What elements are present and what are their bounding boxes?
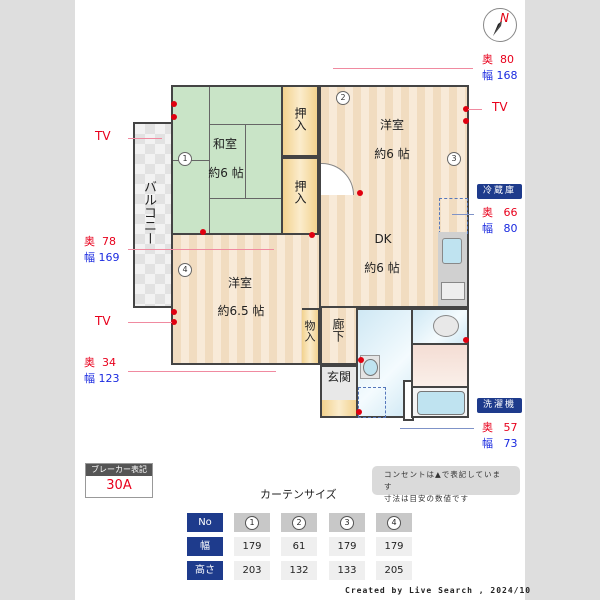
yoshitsu-ne-size: 約6 帖	[374, 147, 410, 161]
kitchen-counter	[438, 232, 467, 306]
closet-top-dimensions: 奥 80 幅 168	[482, 53, 518, 82]
curtain-height-4: 205	[376, 561, 412, 580]
room-yoshitsu-southwest	[171, 233, 321, 365]
outlet-icon	[171, 101, 177, 107]
dressing-room	[411, 343, 469, 388]
washbasin-icon	[360, 355, 380, 379]
outlet-icon	[171, 114, 177, 120]
curtain-header-width: 幅	[187, 537, 223, 556]
curtain-no-2: 2	[281, 513, 317, 532]
fridge-dimensions: 奥 66 幅 80	[482, 206, 518, 235]
shoe-cabinet	[322, 400, 356, 416]
breaker-label: ブレーカー表記	[86, 464, 152, 476]
yoshitsu-sw-name: 洋室	[227, 276, 252, 290]
fridge-tag: 冷蔵庫	[477, 184, 522, 199]
washer-dimensions: 奥 57 幅 73	[482, 421, 518, 450]
closet-top	[283, 85, 319, 157]
bathtub-icon	[417, 391, 465, 415]
storage-dimensions: 奥 34 幅 123	[84, 356, 120, 385]
curtain-no-4: 4	[376, 513, 412, 532]
fridge-space	[439, 198, 468, 234]
curtain-width-4: 179	[376, 537, 412, 556]
dk-name: DK	[374, 232, 392, 246]
balcony	[133, 122, 171, 308]
washitsu-name: 和室	[212, 137, 237, 151]
storage	[302, 308, 320, 365]
footer-credit: Created by Live Search , 2024/10	[345, 586, 532, 595]
stove-icon	[441, 282, 465, 300]
outlet-icon	[463, 106, 469, 112]
washer-space	[358, 387, 386, 418]
balcony-label: バルコニー	[141, 180, 156, 245]
bathroom	[411, 386, 469, 418]
notes-line-1: コンセントは▲で表記しています	[384, 470, 502, 491]
compass-north-label: N	[500, 11, 509, 25]
curtain-header-height: 高さ	[187, 561, 223, 580]
outlet-icon	[171, 319, 177, 325]
toilet-icon	[433, 315, 459, 337]
curtain-header-no: No	[187, 513, 223, 532]
curtain-width-2: 61	[281, 537, 317, 556]
breaker-value: 30A	[106, 478, 132, 493]
curtain-width-3: 179	[329, 537, 365, 556]
notes-line-2: 寸法は目安の数値です	[384, 494, 469, 503]
curtain-height-1: 203	[234, 561, 270, 580]
outlet-icon	[463, 337, 469, 343]
curtain-height-2: 132	[281, 561, 317, 580]
window-marker-1: 1	[178, 152, 192, 166]
tv-label-yoshitsu-sw: TV	[95, 314, 111, 328]
tv-label-washitsu: TV	[95, 129, 111, 143]
outlet-icon	[357, 190, 363, 196]
outlet-icon	[309, 232, 315, 238]
breaker-box: ブレーカー表記 30A	[85, 463, 153, 498]
closet-top-label: 押入	[293, 107, 307, 131]
yoshitsu-sw-size: 約6.5 帖	[217, 304, 265, 318]
closet-middle-dimensions: 奥 78 幅 169	[84, 235, 120, 264]
yoshitsu-ne-name: 洋室	[379, 118, 404, 132]
window-marker-3: 3	[447, 152, 461, 166]
curtain-no-1: 1	[234, 513, 270, 532]
outlet-icon	[171, 309, 177, 315]
curtain-title: カーテンサイズ	[260, 488, 337, 501]
washitsu-size: 約6 帖	[208, 166, 244, 180]
outlet-icon	[200, 229, 206, 235]
curtain-height-3: 133	[329, 561, 365, 580]
closet-middle-label: 押入	[293, 180, 307, 204]
curtain-no-3: 3	[329, 513, 365, 532]
outlet-icon	[358, 357, 364, 363]
window-marker-4: 4	[178, 263, 192, 277]
compass-icon: N	[483, 8, 517, 42]
sink-icon	[442, 238, 462, 264]
closet-middle	[283, 157, 319, 235]
dk-size: 約6 帖	[364, 261, 400, 275]
storage-label: 物入	[303, 320, 316, 342]
window-marker-2: 2	[336, 91, 350, 105]
hallway-label: 廊下	[331, 318, 345, 342]
outlet-icon	[463, 118, 469, 124]
tv-label-yoshitsu-ne: TV	[492, 100, 508, 114]
outlet-icon	[356, 409, 362, 415]
entrance-label: 玄関	[326, 370, 351, 384]
washer-tag: 洗濯機	[477, 398, 522, 413]
notes-box: コンセントは▲で表記しています 寸法は目安の数値です	[372, 466, 520, 503]
curtain-width-1: 179	[234, 537, 270, 556]
